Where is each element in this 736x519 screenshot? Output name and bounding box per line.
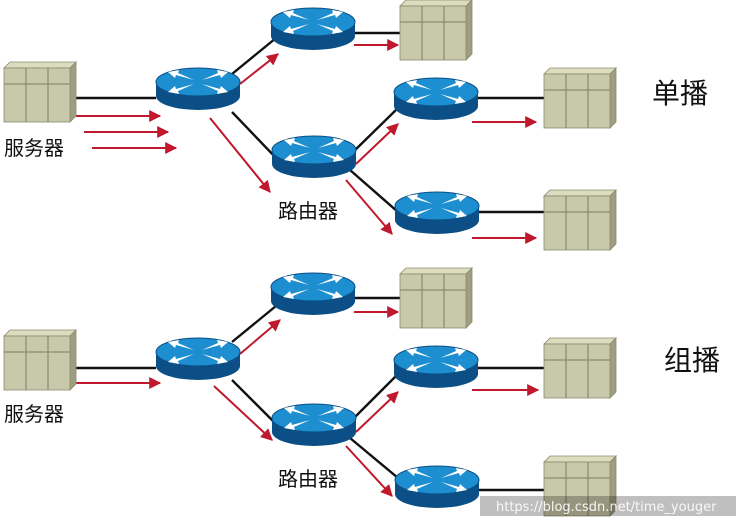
unicast-host-3-icon [543,189,617,251]
multicast-router-right-bottom-icon [394,465,480,509]
multicast-server-label: 服务器 [4,402,64,426]
multicast-server-icon [3,329,77,391]
multicast-title: 组播 [664,344,720,377]
unicast-server-icon [3,61,77,123]
unicast-traffic [76,39,538,244]
unicast-router-right-top-icon [393,77,479,121]
multicast-section: 服务器 路由器 组播 [3,267,720,517]
multicast-links [76,296,544,492]
unicast-section: 服务器 路由器 单播 [3,0,708,251]
unicast-router-top-icon [270,7,356,51]
multicast-router-right-top-icon [393,345,479,389]
unicast-links [76,31,544,214]
unicast-router-right-bottom-icon [394,191,480,235]
unicast-title: 单播 [652,77,708,110]
multicast-router-core-icon [155,337,241,381]
unicast-router-label: 路由器 [278,199,338,223]
multicast-router-mid-icon [271,403,357,447]
watermark-band [480,496,736,516]
unicast-server-label: 服务器 [4,136,64,160]
unicast-host-2-icon [543,67,617,129]
multicast-router-top-icon [270,272,356,316]
unicast-host-1-icon [399,0,473,61]
unicast-router-mid-icon [271,135,357,179]
multicast-router-label: 路由器 [278,467,338,491]
multicast-host-1-icon [399,267,473,329]
unicast-router-core-icon [155,67,241,111]
watermark: https://blog.csdn.net/time_youger [496,500,717,515]
multicast-traffic [76,306,540,497]
multicast-host-2-icon [543,337,617,399]
